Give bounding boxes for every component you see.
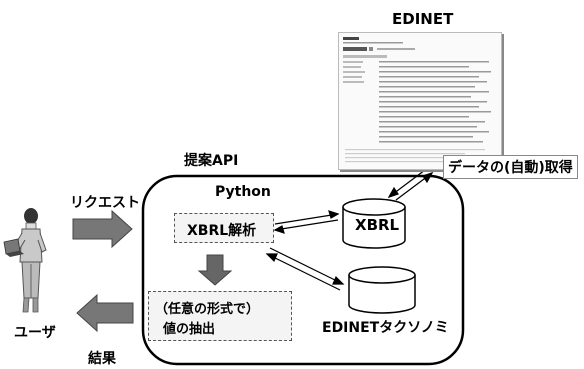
xbrl-database bbox=[342, 198, 406, 249]
xbrl-db-label: XBRL bbox=[355, 216, 400, 234]
edinet-website-screenshot bbox=[338, 32, 502, 170]
extract-line1: （任意の形式で） bbox=[155, 302, 260, 317]
python-label: Python bbox=[215, 184, 271, 200]
taxonomy-database bbox=[348, 266, 416, 314]
extract-line2: 値の抽出 bbox=[163, 322, 216, 337]
parse-taxonomy-arrows bbox=[265, 247, 345, 291]
user-label: ユーザ bbox=[14, 325, 56, 341]
edinet-label: EDINET bbox=[392, 10, 454, 28]
api-container bbox=[141, 174, 465, 366]
result-label: 結果 bbox=[88, 351, 116, 367]
edinet-xbrl-arrows bbox=[387, 169, 434, 201]
xbrl-parse-box: XBRL解析 bbox=[174, 213, 274, 243]
extract-box: （任意の形式で） 値の抽出 bbox=[148, 291, 292, 341]
api-label: 提案API bbox=[184, 153, 239, 169]
result-arrow bbox=[76, 293, 134, 333]
user-figure-icon bbox=[3, 208, 47, 313]
parse-xbrl-arrows bbox=[273, 210, 340, 234]
taxonomy-db-label: EDINETタクソノミ bbox=[322, 320, 449, 336]
xbrl-parse-label: XBRL解析 bbox=[187, 223, 257, 239]
down-arrow bbox=[197, 254, 233, 286]
request-label: リクエスト bbox=[70, 195, 140, 211]
auto-fetch-label: データの(自動)取得 bbox=[443, 155, 578, 179]
website-thumbnail bbox=[343, 37, 491, 163]
request-arrow bbox=[72, 209, 133, 249]
